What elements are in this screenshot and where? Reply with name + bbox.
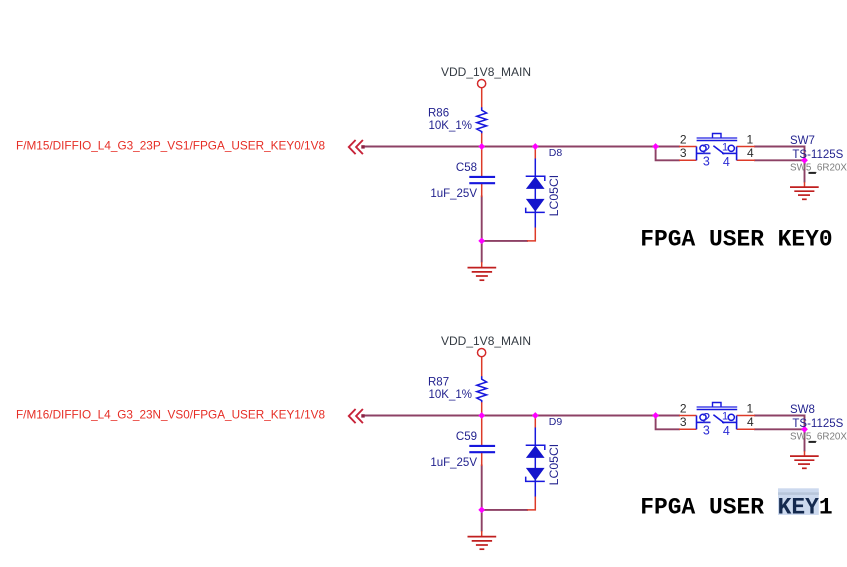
svg-text:C59: C59 bbox=[456, 431, 477, 443]
svg-text:F/M16/DIFFIO_L4_G3_23N_VS0/FPG: F/M16/DIFFIO_L4_G3_23N_VS0/FPGA_USER_KEY… bbox=[16, 408, 325, 422]
svg-text:F/M15/DIFFIO_L4_G3_23P_VS1/FPG: F/M15/DIFFIO_L4_G3_23P_VS1/FPGA_USER_KEY… bbox=[16, 139, 325, 153]
svg-text:FPGA USER KEY0: FPGA USER KEY0 bbox=[640, 227, 832, 253]
svg-text:R87: R87 bbox=[428, 376, 449, 388]
svg-text:C58: C58 bbox=[456, 162, 477, 174]
svg-text:R86: R86 bbox=[428, 107, 449, 119]
svg-text:SW8: SW8 bbox=[790, 404, 815, 416]
svg-text:D8: D8 bbox=[549, 147, 563, 159]
svg-text:FPGA USER KEY1: FPGA USER KEY1 bbox=[640, 494, 832, 520]
svg-text:SW7: SW7 bbox=[790, 135, 815, 147]
svg-text:D9: D9 bbox=[549, 416, 563, 428]
